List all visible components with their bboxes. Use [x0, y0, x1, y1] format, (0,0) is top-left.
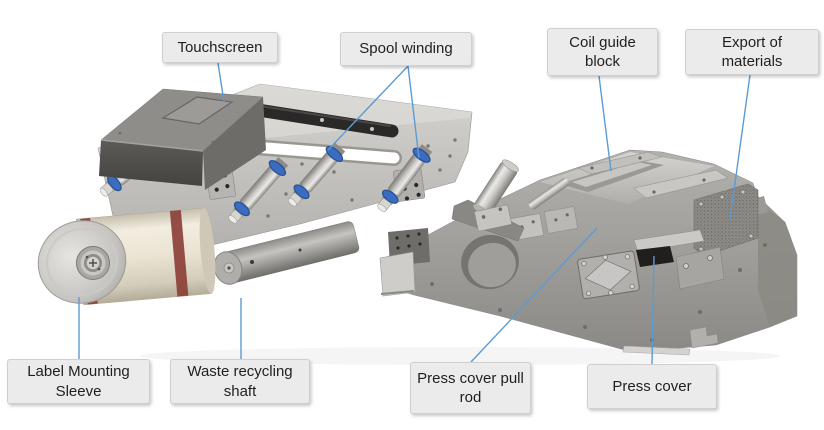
press-cover-part — [633, 229, 705, 253]
touchscreen-unit — [99, 88, 266, 190]
leader-line-coil-guide-block — [598, 75, 612, 172]
base-foot — [379, 251, 416, 297]
diamond-plate — [577, 250, 640, 300]
leader-line-export-of-materials — [729, 74, 751, 220]
label-sleeve — [37, 207, 216, 306]
callout-touchscreen: Touchscreen — [162, 32, 278, 63]
spool-roller — [377, 144, 433, 212]
handle-bar — [251, 103, 399, 138]
leader-line-touchscreen — [217, 62, 225, 103]
roller-bracket-assembly — [451, 159, 570, 242]
touchscreen-screen — [161, 96, 234, 125]
callout-spool-winding: Spool winding — [340, 32, 472, 66]
press-cover-gap — [636, 246, 674, 267]
leader-lines — [78, 62, 751, 365]
coil-guide-block-part — [577, 151, 663, 175]
leader-line-spool-winding-right — [407, 65, 420, 159]
callout-coil-guide-block: Coil guide block — [547, 28, 658, 76]
export-materials-block — [693, 183, 759, 257]
side-bracket — [675, 246, 725, 290]
spool-roller — [228, 156, 289, 224]
machine-base — [379, 149, 798, 356]
waste-shaft — [213, 221, 360, 285]
sleeve-bearing — [76, 246, 110, 280]
callout-press-cover-pull-rod: Press cover pull rod — [410, 362, 531, 414]
leader-line-press-cover — [651, 255, 655, 365]
callout-press-cover: Press cover — [587, 364, 717, 409]
callout-export-of-materials: Export of materials — [685, 29, 819, 75]
callout-waste-recycling-shaft: Waste recycling shaft — [170, 359, 310, 404]
callout-label-mounting-sleeve: Label Mounting Sleeve — [7, 359, 150, 404]
leader-line-spool-winding-left — [327, 65, 409, 151]
spool-roller — [287, 142, 346, 207]
leader-line-press-cover-pull-rod — [470, 227, 598, 363]
